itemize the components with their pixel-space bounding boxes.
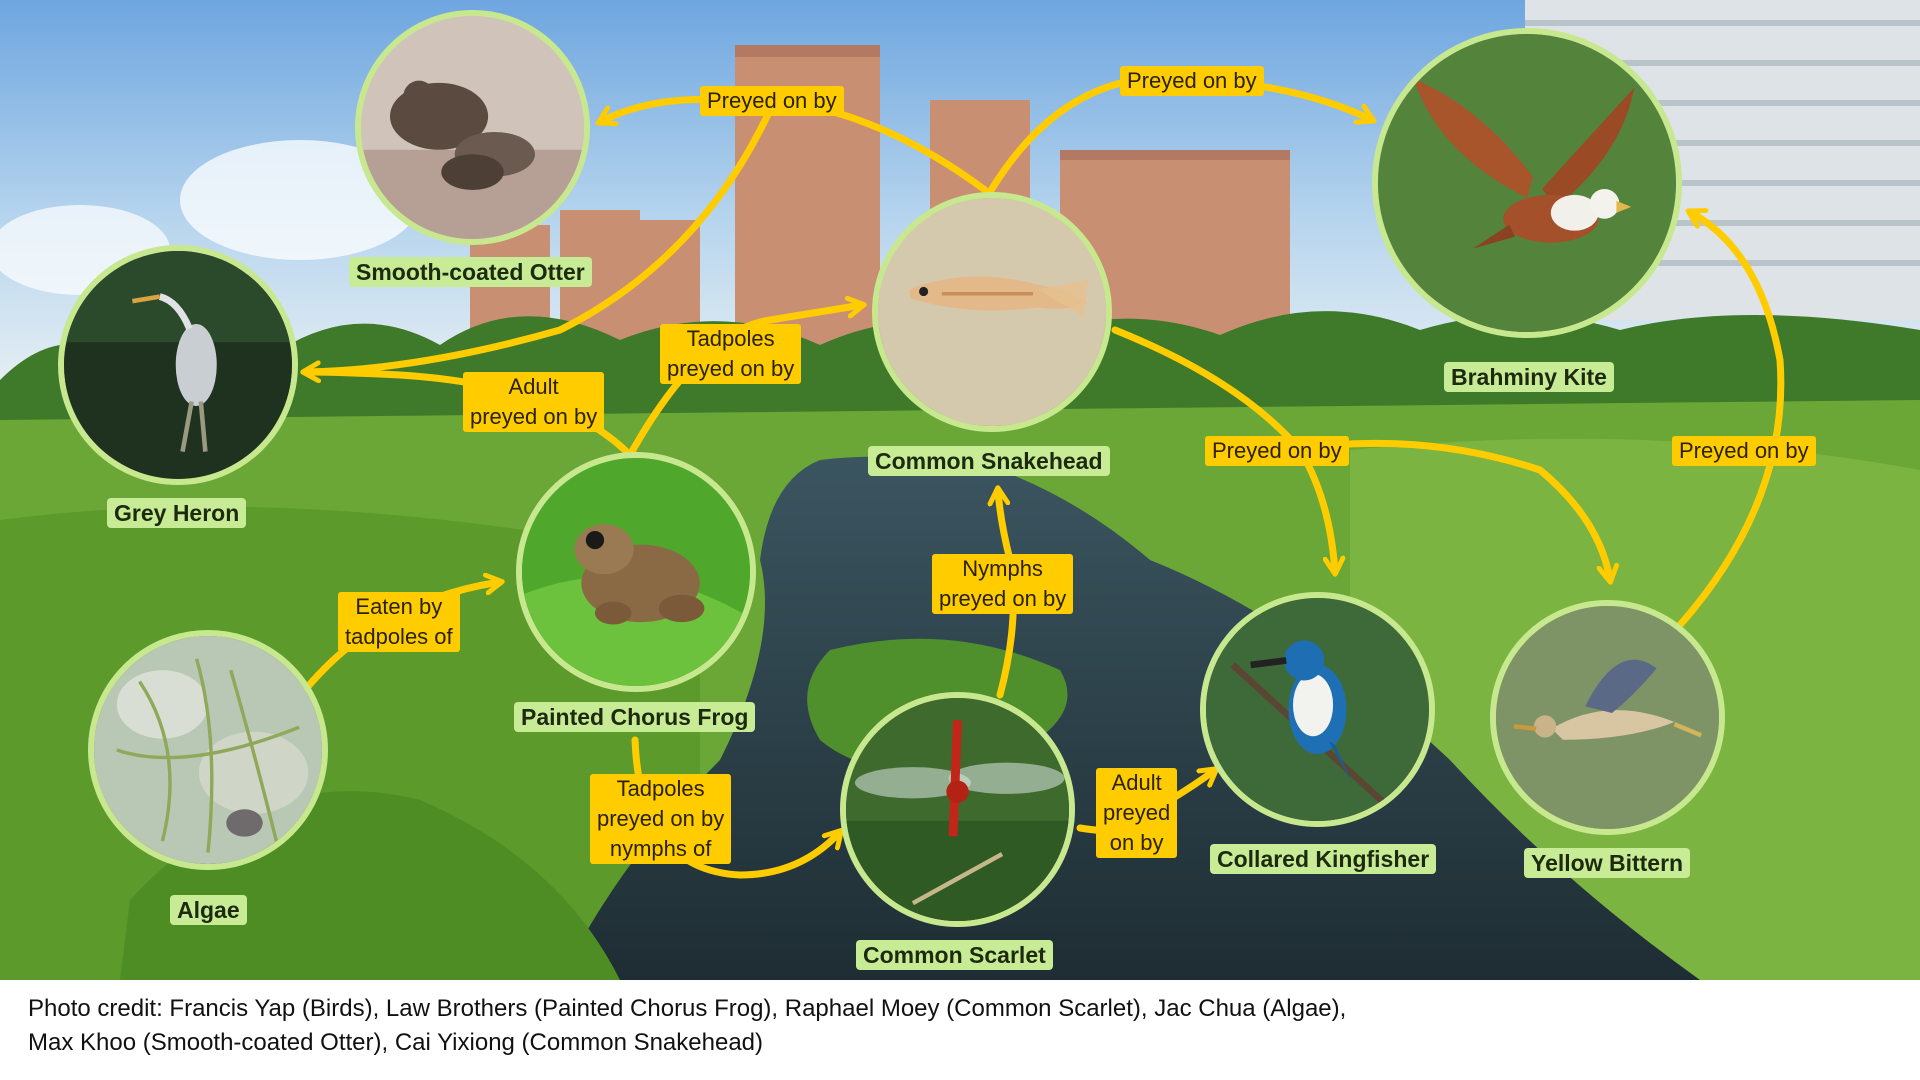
- snakehead-name: Common Snakehead: [868, 446, 1110, 476]
- bittern-name: Yellow Bittern: [1524, 848, 1691, 878]
- frog-node: [516, 452, 756, 692]
- snakehead-node: [872, 192, 1112, 432]
- algae-node: [88, 630, 328, 870]
- bittern-photo: [1496, 606, 1719, 829]
- scarlet-name: Common Scarlet: [856, 940, 1053, 970]
- heron-node: [58, 245, 298, 485]
- fish-photo: [878, 198, 1106, 426]
- kite-node: [1372, 28, 1682, 338]
- photo-credit-line-1: Photo credit: Francis Yap (Birds), Law B…: [28, 995, 1347, 1022]
- edge-label-snakehead-otter: Preyed on by: [700, 86, 844, 116]
- edge-label-snakehead-kite: Preyed on by: [1120, 66, 1264, 96]
- arrow-frog-to-snakehead: [626, 305, 862, 459]
- kingfisher-node: [1200, 592, 1435, 827]
- heron-photo: [64, 251, 292, 479]
- food-web-diagram: Smooth-coated Otter Grey Heron Algae Pai…: [0, 0, 1920, 980]
- kite-name: Brahminy Kite: [1444, 362, 1614, 392]
- algae-name: Algae: [170, 895, 247, 925]
- kingfisher-photo: [1206, 598, 1429, 821]
- kite-photo: [1378, 34, 1676, 332]
- algae-photo: [94, 636, 322, 864]
- photo-credit: Photo credit: Francis Yap (Birds), Law B…: [28, 992, 1888, 1060]
- arrow-otter-feed-to-heron: [305, 106, 774, 372]
- arrow-kingfisher-branch-to-bittern: [1286, 439, 1610, 580]
- heron-name: Grey Heron: [107, 498, 247, 528]
- dragonfly-photo: [846, 698, 1069, 921]
- edge-label-bittern-kite: Preyed on by: [1672, 436, 1816, 466]
- otter-node: [355, 10, 590, 245]
- photo-credit-line-2: Max Khoo (Smooth-coated Otter), Cai Yixi…: [28, 1029, 764, 1056]
- kingfisher-name: Collared Kingfisher: [1210, 844, 1437, 874]
- frog-photo: [522, 458, 750, 686]
- arrow-bittern-to-kite: [1676, 212, 1785, 629]
- otter-name: Smooth-coated Otter: [349, 257, 592, 287]
- scarlet-node: [840, 692, 1075, 927]
- edge-label-snakehead-kingfisher: Preyed on by: [1205, 436, 1349, 466]
- otter-photo: [361, 16, 584, 239]
- bittern-node: [1490, 600, 1725, 835]
- frog-name: Painted Chorus Frog: [514, 702, 756, 732]
